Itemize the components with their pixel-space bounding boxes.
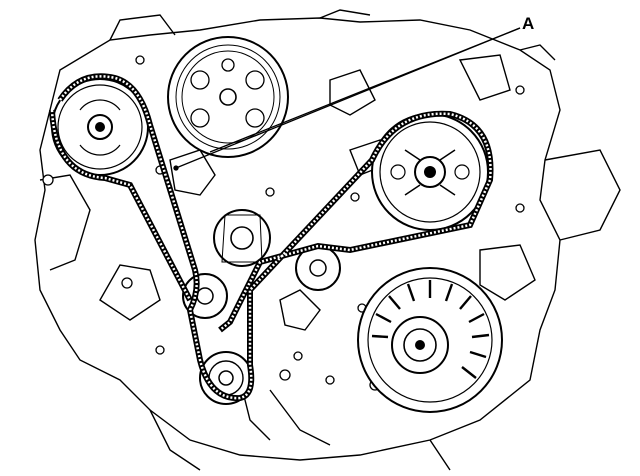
right-camshaft-pulley bbox=[371, 113, 489, 231]
power-steering-pulley bbox=[167, 36, 289, 158]
alternator bbox=[357, 267, 503, 413]
callout-leader bbox=[173, 27, 521, 171]
timing-belt bbox=[49, 73, 494, 402]
callout-label-a: A bbox=[522, 14, 535, 33]
water-pump-pulley bbox=[213, 209, 271, 267]
